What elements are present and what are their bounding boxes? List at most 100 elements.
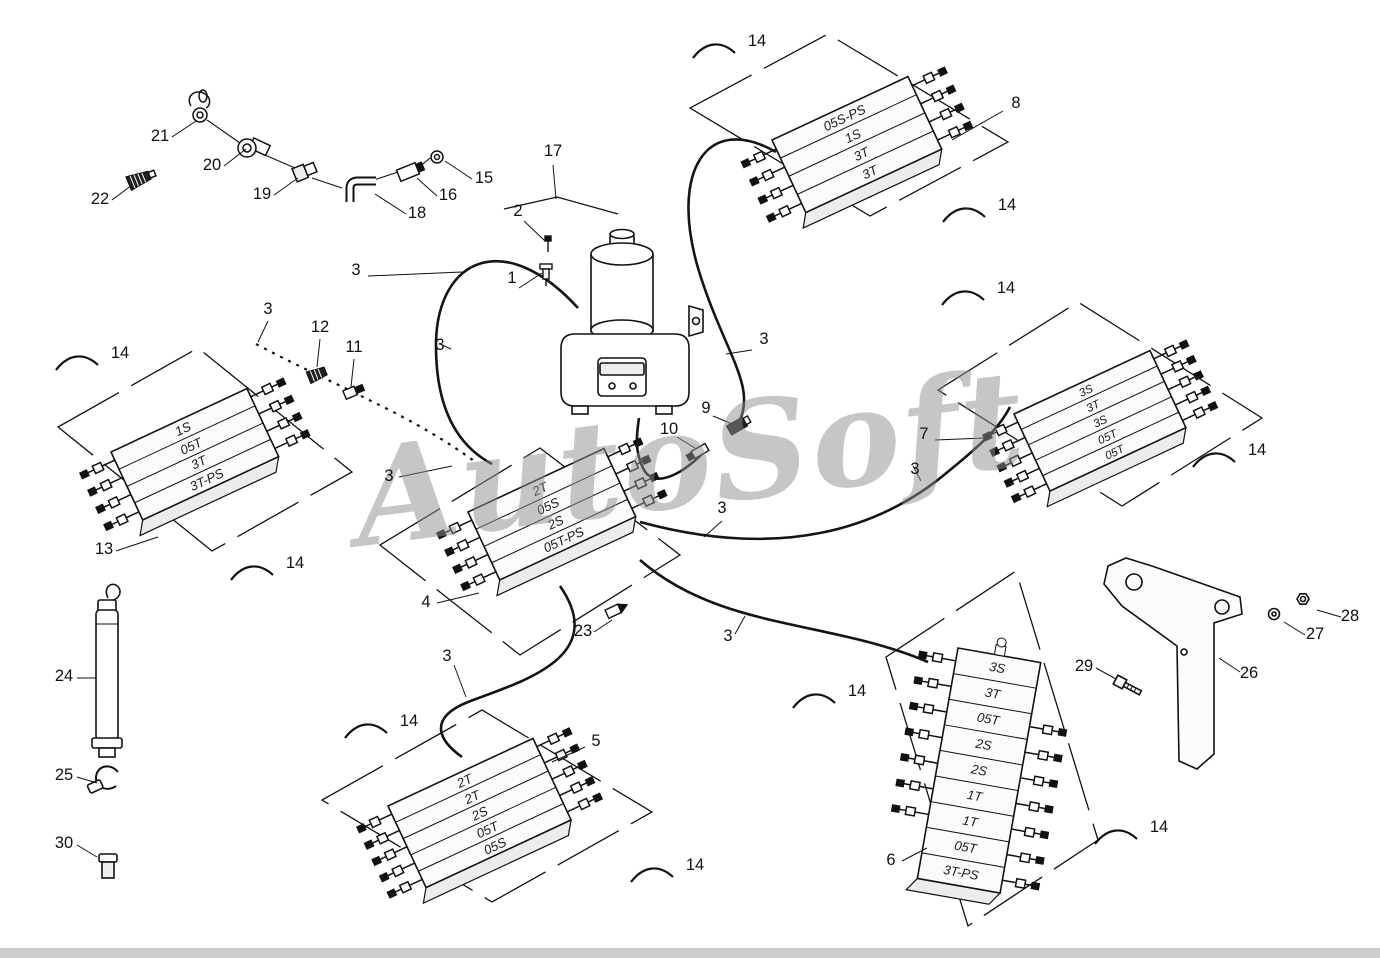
part-24-grease-cartridge xyxy=(91,583,123,758)
callouts: 14 8 14 21 20 19 18 16 15 22 17 2 1 3 3 … xyxy=(55,32,1359,874)
part-29-screw xyxy=(1112,674,1143,696)
part-callout: 14 xyxy=(400,712,418,730)
part-callout: 20 xyxy=(203,156,221,174)
frame-block-4 xyxy=(378,447,682,656)
part-callout: 14 xyxy=(1248,441,1266,459)
part-callout: 3 xyxy=(442,647,451,665)
port-label: 3S xyxy=(988,659,1007,677)
part-callout: 17 xyxy=(544,142,562,160)
part-16-fitting xyxy=(395,161,426,183)
port-label: 3T xyxy=(984,685,1003,703)
port-label: 1S xyxy=(173,419,194,439)
part-30-fitting xyxy=(98,853,118,879)
part-callout: 3 xyxy=(384,467,393,485)
part-11-fitting xyxy=(341,383,366,401)
part-19-nut xyxy=(291,161,318,183)
part-callout: 3 xyxy=(910,460,919,478)
lubrication-pump xyxy=(560,228,704,415)
port-label: 1S xyxy=(842,126,863,146)
part-20-coupling xyxy=(237,136,272,158)
port-label: 2S xyxy=(969,761,989,779)
part-callout: 26 xyxy=(1240,664,1258,682)
part-25-coupler xyxy=(86,765,119,794)
part-callout: 27 xyxy=(1306,625,1324,643)
hoses xyxy=(255,138,1012,759)
part-callout: 3 xyxy=(435,336,444,354)
part-callout: 10 xyxy=(660,420,678,438)
grease-gun-group xyxy=(86,583,123,879)
part-callout: 25 xyxy=(55,766,73,784)
part-callout: 1 xyxy=(507,269,516,287)
port-label: 2T xyxy=(461,787,483,808)
part-callout: 16 xyxy=(439,186,457,204)
port-label: 3S xyxy=(1092,414,1110,431)
part-28-nut xyxy=(1296,593,1310,605)
port-label: 2T xyxy=(529,478,551,499)
port-label: 3T-PS xyxy=(942,862,980,883)
distributor-block-6: 3S 3T 05T 2S 2S 1T 1T 05T 3T-PS xyxy=(890,637,1068,905)
part-callout: 29 xyxy=(1075,657,1093,675)
part-callout: 7 xyxy=(919,425,928,443)
port-label: 05T xyxy=(953,838,979,857)
distributor-block-5: 2T 2T 2S 05T 05S xyxy=(355,726,604,905)
port-label: 3T xyxy=(860,162,881,182)
part-18-elbow xyxy=(345,176,376,202)
port-label: 3T xyxy=(851,144,872,164)
part-callout: 23 xyxy=(574,622,592,640)
part-callout: 14 xyxy=(286,554,304,572)
leader-lines xyxy=(76,110,1342,862)
part-callout: 6 xyxy=(886,851,895,869)
part-callout: 4 xyxy=(421,593,430,611)
part-callout: 5 xyxy=(591,732,600,750)
port-label: 05T xyxy=(976,709,1002,728)
part-callout: 28 xyxy=(1341,607,1359,625)
part-26-bracket xyxy=(1103,557,1243,770)
part-callout: 14 xyxy=(848,682,866,700)
part-callout: 24 xyxy=(55,667,73,685)
part-callout: 11 xyxy=(345,338,362,356)
part-callout: 18 xyxy=(408,204,426,222)
part-callout: 14 xyxy=(686,856,704,874)
port-label: 3T xyxy=(189,452,210,472)
part-callout: 13 xyxy=(95,540,113,558)
part-callout: 9 xyxy=(701,399,710,417)
bracket-assembly xyxy=(1103,557,1310,770)
part-27-washer xyxy=(1267,607,1281,621)
part-15-washer xyxy=(430,150,444,164)
part-callout: 3 xyxy=(717,499,726,517)
part-callout: 19 xyxy=(253,185,271,203)
distributor-block-13: 1S 05T 3T 3T-PS xyxy=(78,376,311,537)
part-callout: 3 xyxy=(759,330,768,348)
part-callout: 14 xyxy=(748,32,766,50)
hose-block8-down xyxy=(687,138,777,421)
hose-dotted-line xyxy=(255,343,475,462)
part-callout: 21 xyxy=(151,127,169,145)
part-callout: 12 xyxy=(311,318,329,336)
part-12-sleeve xyxy=(305,366,328,385)
part-22-plug xyxy=(125,169,157,192)
part-callout: 15 xyxy=(475,169,493,187)
hose-to-block6 xyxy=(639,559,929,664)
port-label: 3S xyxy=(1077,383,1095,400)
part-callout: 14 xyxy=(1150,818,1168,836)
bottom-edge xyxy=(0,948,1380,958)
frame-block-13 xyxy=(56,347,354,552)
distributor-block-8: 05S-PS 1S 3T 3T xyxy=(740,65,974,230)
port-label: 3T xyxy=(1085,398,1103,415)
part-callout: 8 xyxy=(1011,94,1020,112)
frame-hose-kit xyxy=(503,196,619,215)
part-callout: 3 xyxy=(263,300,272,318)
port-label: 2S xyxy=(974,735,994,753)
port-label: 1T xyxy=(966,787,985,805)
part-10-elbow-fitting xyxy=(685,442,710,462)
port-label: 2S xyxy=(468,803,490,824)
vent-fitting-cap xyxy=(996,637,1007,648)
part-callout: 22 xyxy=(91,190,109,208)
pump-reservoir-top xyxy=(590,242,654,266)
part-callout: 14 xyxy=(997,279,1015,297)
part-callout: 14 xyxy=(998,196,1016,214)
part-callout: 3 xyxy=(723,627,732,645)
part-21-clamp xyxy=(188,89,211,123)
